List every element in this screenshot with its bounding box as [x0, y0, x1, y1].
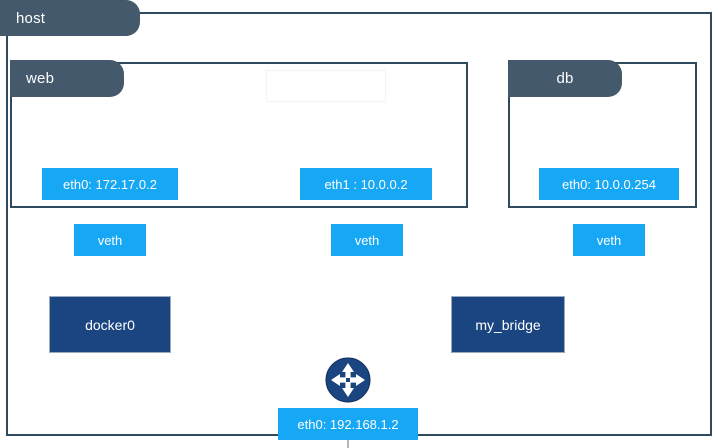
db-eth0-label[interactable]: eth0: 10.0.0.254 — [539, 168, 679, 200]
web-placeholder-rect — [266, 70, 386, 102]
web-eth1-text: eth1 : 10.0.0.2 — [324, 176, 408, 192]
host-eth0-text: eth0: 192.168.1.2 — [297, 416, 399, 432]
host-container-tab[interactable]: host — [0, 0, 140, 36]
router-four-arrows-icon — [325, 357, 371, 403]
docker0-bridge-text: docker0 — [85, 316, 135, 333]
my_bridge-bridge[interactable]: my_bridge — [451, 296, 565, 353]
veth-docker0-text: veth — [97, 232, 123, 248]
my_bridge-bridge-text: my_bridge — [475, 316, 541, 333]
host-eth0-label[interactable]: eth0: 192.168.1.2 — [278, 408, 418, 440]
veth-mybridge-web[interactable]: veth — [331, 224, 403, 256]
docker0-bridge[interactable]: docker0 — [49, 296, 171, 353]
db-container-tab[interactable]: db — [508, 60, 622, 97]
veth-mybridge-db-text: veth — [596, 232, 622, 248]
web-eth0-label[interactable]: eth0: 172.17.0.2 — [42, 168, 178, 200]
db-container-label: db — [556, 70, 574, 87]
web-eth0-text: eth0: 172.17.0.2 — [63, 176, 157, 192]
web-eth1-label[interactable]: eth1 : 10.0.0.2 — [300, 168, 432, 200]
web-container-tab[interactable]: web — [10, 60, 124, 97]
web-container-label: web — [26, 70, 55, 87]
veth-docker0[interactable]: veth — [74, 224, 146, 256]
veth-mybridge-web-text: veth — [354, 232, 380, 248]
veth-mybridge-db[interactable]: veth — [573, 224, 645, 256]
host-container-label: host — [16, 9, 46, 27]
db-eth0-text: eth0: 10.0.0.254 — [562, 176, 656, 192]
router-icon[interactable] — [325, 357, 371, 403]
